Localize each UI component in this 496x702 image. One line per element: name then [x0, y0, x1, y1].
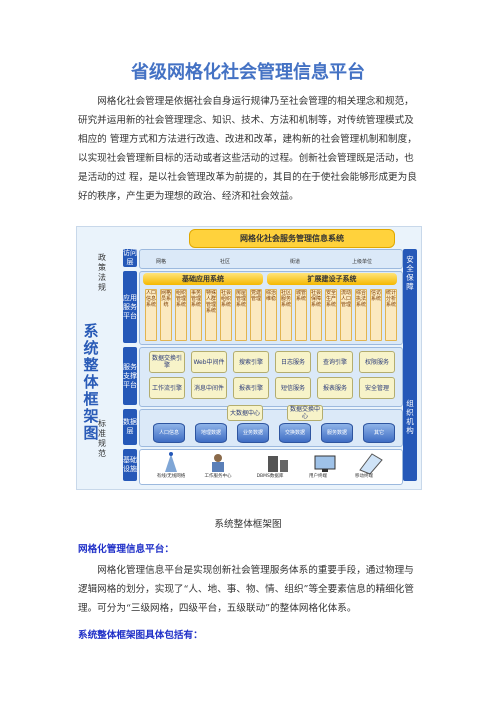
app-system: 综合执法系统: [355, 289, 367, 341]
diagram-title: 网格化社会服务管理信息系统: [189, 229, 395, 248]
app-system: 事务管理系统: [190, 289, 202, 341]
app-system: 人口信息系统: [145, 289, 157, 341]
monitor-icon: [314, 455, 336, 472]
database-cylinder: 业务数据: [237, 423, 269, 443]
app-system: 城管系统: [295, 289, 307, 341]
support-service: 权限服务: [359, 351, 395, 373]
access-panel: 网格 社区 街道 上级单位: [139, 249, 403, 269]
standards-label: 标准规范: [98, 419, 106, 458]
data-hub-exchange: 数据交换中心: [287, 405, 323, 421]
infra-label-center: 工作服务中心: [204, 474, 232, 479]
organization-label: 组织机构: [406, 399, 414, 435]
app-system: 流动人口管理: [340, 289, 352, 341]
infra-panel: [139, 449, 403, 485]
section1-heading: 网格化管理信息平台：: [78, 544, 174, 555]
section2-heading: 系统整体框架图具体包括有：: [78, 630, 203, 641]
person-icon: [212, 454, 224, 472]
infra-icons: [165, 452, 383, 474]
app-system: 信访系统: [370, 289, 382, 341]
support-service: Web中间件: [191, 351, 227, 373]
app-system: 网格员系统: [160, 289, 172, 341]
support-service: 工作流引擎: [149, 377, 185, 399]
intro-paragraph: 网格化社会管理是依据社会自身运行规律乃至社会管理的相关理念和规范，研究并运用新的…: [78, 96, 417, 202]
server-icon: [268, 456, 288, 472]
app-system: 综治维稳: [265, 289, 277, 341]
access-community: 社区: [220, 259, 231, 265]
policy-label: 政策法规: [98, 253, 106, 292]
layer-data: 数据层: [123, 409, 137, 445]
app-system: 党建管理: [250, 289, 262, 341]
access-grid: 网格: [156, 259, 167, 265]
database-cylinder: 人口信息: [153, 423, 185, 443]
layer-access: 访问层: [123, 249, 137, 267]
support-service: 报表服务: [317, 377, 353, 399]
app-system: 安全生产系统: [325, 289, 337, 341]
app-system: 社会保障系统: [310, 289, 322, 341]
access-street: 街道: [290, 259, 301, 265]
support-service: 数据交换引擎: [149, 351, 185, 373]
support-service: 消息中间件: [191, 377, 227, 399]
infra-label-network: 有线/无线网络: [156, 474, 186, 479]
support-service: 短信服务: [275, 377, 311, 399]
support-service: 报表引擎: [233, 377, 269, 399]
app-system: 组织管理系统: [175, 289, 187, 341]
section1-body: 网格化管理信息平台是实现创新社会管理服务体系的重要手段，通过物理与逻辑网格的划分…: [78, 565, 414, 614]
layer-support: 服务支撑平台: [123, 347, 137, 405]
system-framework-label: 系统整体框架图: [83, 322, 99, 442]
app-system: 社会组织系统: [220, 289, 232, 341]
security-label: 安全保障: [406, 255, 414, 291]
framework-diagram: 网格化社会服务管理信息系统 政策法规 系统整体框架图 标准规范 访问层 应用服务…: [76, 226, 422, 490]
band-basic: 基础应用系统: [143, 273, 263, 285]
database-cylinder: 服务数据: [321, 423, 353, 443]
app-system: 统计分析系统: [385, 289, 397, 341]
database-cylinder: 交换数据: [279, 423, 311, 443]
layer-infra: 基础设施: [123, 449, 137, 481]
infra-label-mobile: 移动终端: [355, 474, 373, 479]
infra-label-db: DBMS数据库: [256, 474, 284, 479]
layer-app: 应用服务平台: [123, 271, 137, 343]
antenna-icon: [165, 452, 177, 472]
app-system: 特殊人群管理系统: [205, 289, 217, 341]
app-system: 社区服务系统: [280, 289, 292, 341]
data-hub-big: 大数据中心: [227, 405, 263, 421]
left-column: 政策法规 系统整体框架图 标准规范: [79, 249, 107, 481]
band-ext: 扩展建设子系统: [267, 273, 397, 285]
support-service: 日志服务: [275, 351, 311, 373]
diagram-caption: 系统整体框架图: [214, 519, 282, 530]
app-system: 房屋管理系统: [235, 289, 247, 341]
right-bar: 安全保障 组织机构: [403, 249, 417, 481]
support-service: 查询引擎: [317, 351, 353, 373]
support-service: 安全管理: [359, 377, 395, 399]
database-cylinder: 其它: [363, 423, 395, 443]
database-cylinder: 地理数据: [195, 423, 227, 443]
infra-label-user: 用户终端: [309, 474, 327, 479]
tablet-icon: [359, 453, 383, 474]
page-title: 省级网格化社会管理信息平台: [131, 62, 365, 83]
access-superior: 上级单位: [352, 259, 373, 265]
support-service: 搜索引擎: [233, 351, 269, 373]
